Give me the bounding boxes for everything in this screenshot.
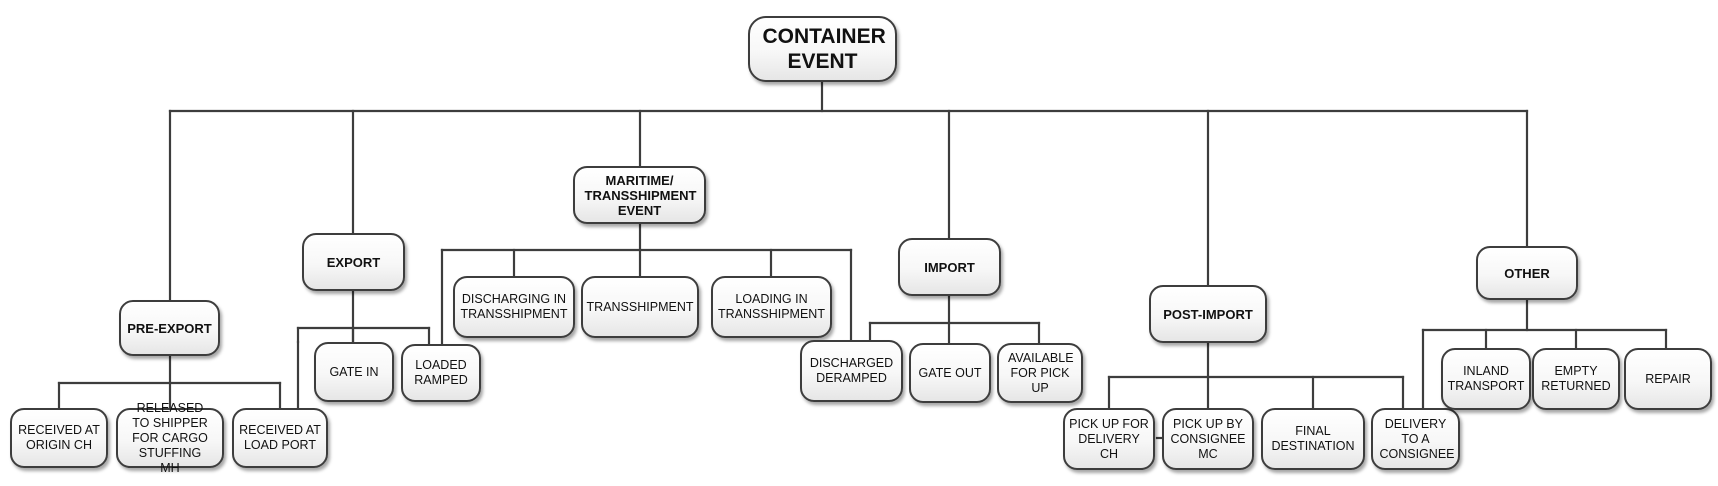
event-available-for-pick-up: AVAILABLE FOR PICK UP — [997, 343, 1083, 403]
event-label: RECEIVED AT LOAD PORT — [239, 423, 321, 452]
event-label: TRANSSHIPMENT — [586, 299, 694, 314]
event-label: EMPTY RETURNED — [1541, 364, 1611, 393]
event-label: GATE OUT — [918, 365, 982, 380]
category-post-import: POST-IMPORT — [1149, 285, 1267, 343]
event-discharged-deramped: DISCHARGED DERAMPED — [800, 340, 903, 402]
event-label: DISCHARGED DERAMPED — [809, 356, 894, 385]
category-label: MARITIME/ TRANSSHIPMENT EVENT — [584, 172, 697, 218]
category-label: IMPORT — [924, 259, 975, 275]
event-loading-in-transshipment: LOADING IN TRANSSHIPMENT — [711, 276, 832, 338]
event-received-at-origin: RECEIVED AT ORIGIN CH — [10, 408, 108, 468]
event-transshipment: TRANSSHIPMENT — [581, 276, 699, 338]
root-label: CONTAINER EVENT — [762, 25, 886, 73]
event-label: DELIVERY TO A CONSIGNEE — [1379, 416, 1455, 461]
category-pre-export: PRE-EXPORT — [119, 300, 220, 356]
event-label: INLAND TRANSPORT — [1447, 364, 1525, 393]
event-label: AVAILABLE FOR PICK UP — [1008, 350, 1074, 395]
event-label: PICK UP BY CONSIGNEE MC — [1170, 416, 1246, 461]
root-node: CONTAINER EVENT — [748, 16, 897, 82]
category-label: EXPORT — [326, 254, 381, 270]
event-inland-transport: INLAND TRANSPORT — [1441, 348, 1531, 410]
event-received-at-load-port: RECEIVED AT LOAD PORT — [232, 408, 328, 468]
event-label: REPAIR — [1645, 371, 1691, 386]
event-label: LOADING IN TRANSSHIPMENT — [718, 292, 825, 321]
event-label: DISCHARGING IN TRANSSHIPMENT — [460, 292, 568, 321]
event-repair: REPAIR — [1624, 348, 1712, 410]
category-label: POST-IMPORT — [1163, 306, 1253, 322]
event-label: RELEASED TO SHIPPER FOR CARGO STUFFING M… — [132, 400, 208, 475]
event-pick-up-for-delivery: PICK UP FOR DELIVERY CH — [1063, 408, 1155, 470]
category-label: OTHER — [1504, 265, 1550, 281]
category-other: OTHER — [1476, 246, 1578, 300]
event-released-to-shipper: RELEASED TO SHIPPER FOR CARGO STUFFING M… — [116, 401, 224, 475]
event-gate-out: GATE OUT — [909, 343, 991, 403]
event-empty-returned: EMPTY RETURNED — [1532, 348, 1620, 410]
event-delivery-to-consignee: DELIVERY TO A CONSIGNEE — [1371, 408, 1460, 470]
event-loaded-ramped: LOADED RAMPED — [401, 344, 481, 402]
category-maritime-transshipment: MARITIME/ TRANSSHIPMENT EVENT — [573, 166, 706, 224]
event-label: LOADED RAMPED — [414, 358, 468, 387]
event-label: PICK UP FOR DELIVERY CH — [1069, 416, 1149, 461]
event-label: FINAL DESTINATION — [1271, 424, 1355, 453]
event-discharging-in-transshipment: DISCHARGING IN TRANSSHIPMENT — [453, 276, 575, 338]
event-label: RECEIVED AT ORIGIN CH — [18, 423, 100, 452]
event-gate-in: GATE IN — [314, 342, 394, 402]
event-final-destination: FINAL DESTINATION — [1261, 408, 1365, 470]
category-export: EXPORT — [302, 233, 405, 291]
category-label: PRE-EXPORT — [127, 320, 212, 336]
event-label: GATE IN — [329, 364, 379, 379]
event-pick-up-by-consignee: PICK UP BY CONSIGNEE MC — [1162, 408, 1254, 470]
category-import: IMPORT — [898, 238, 1001, 296]
